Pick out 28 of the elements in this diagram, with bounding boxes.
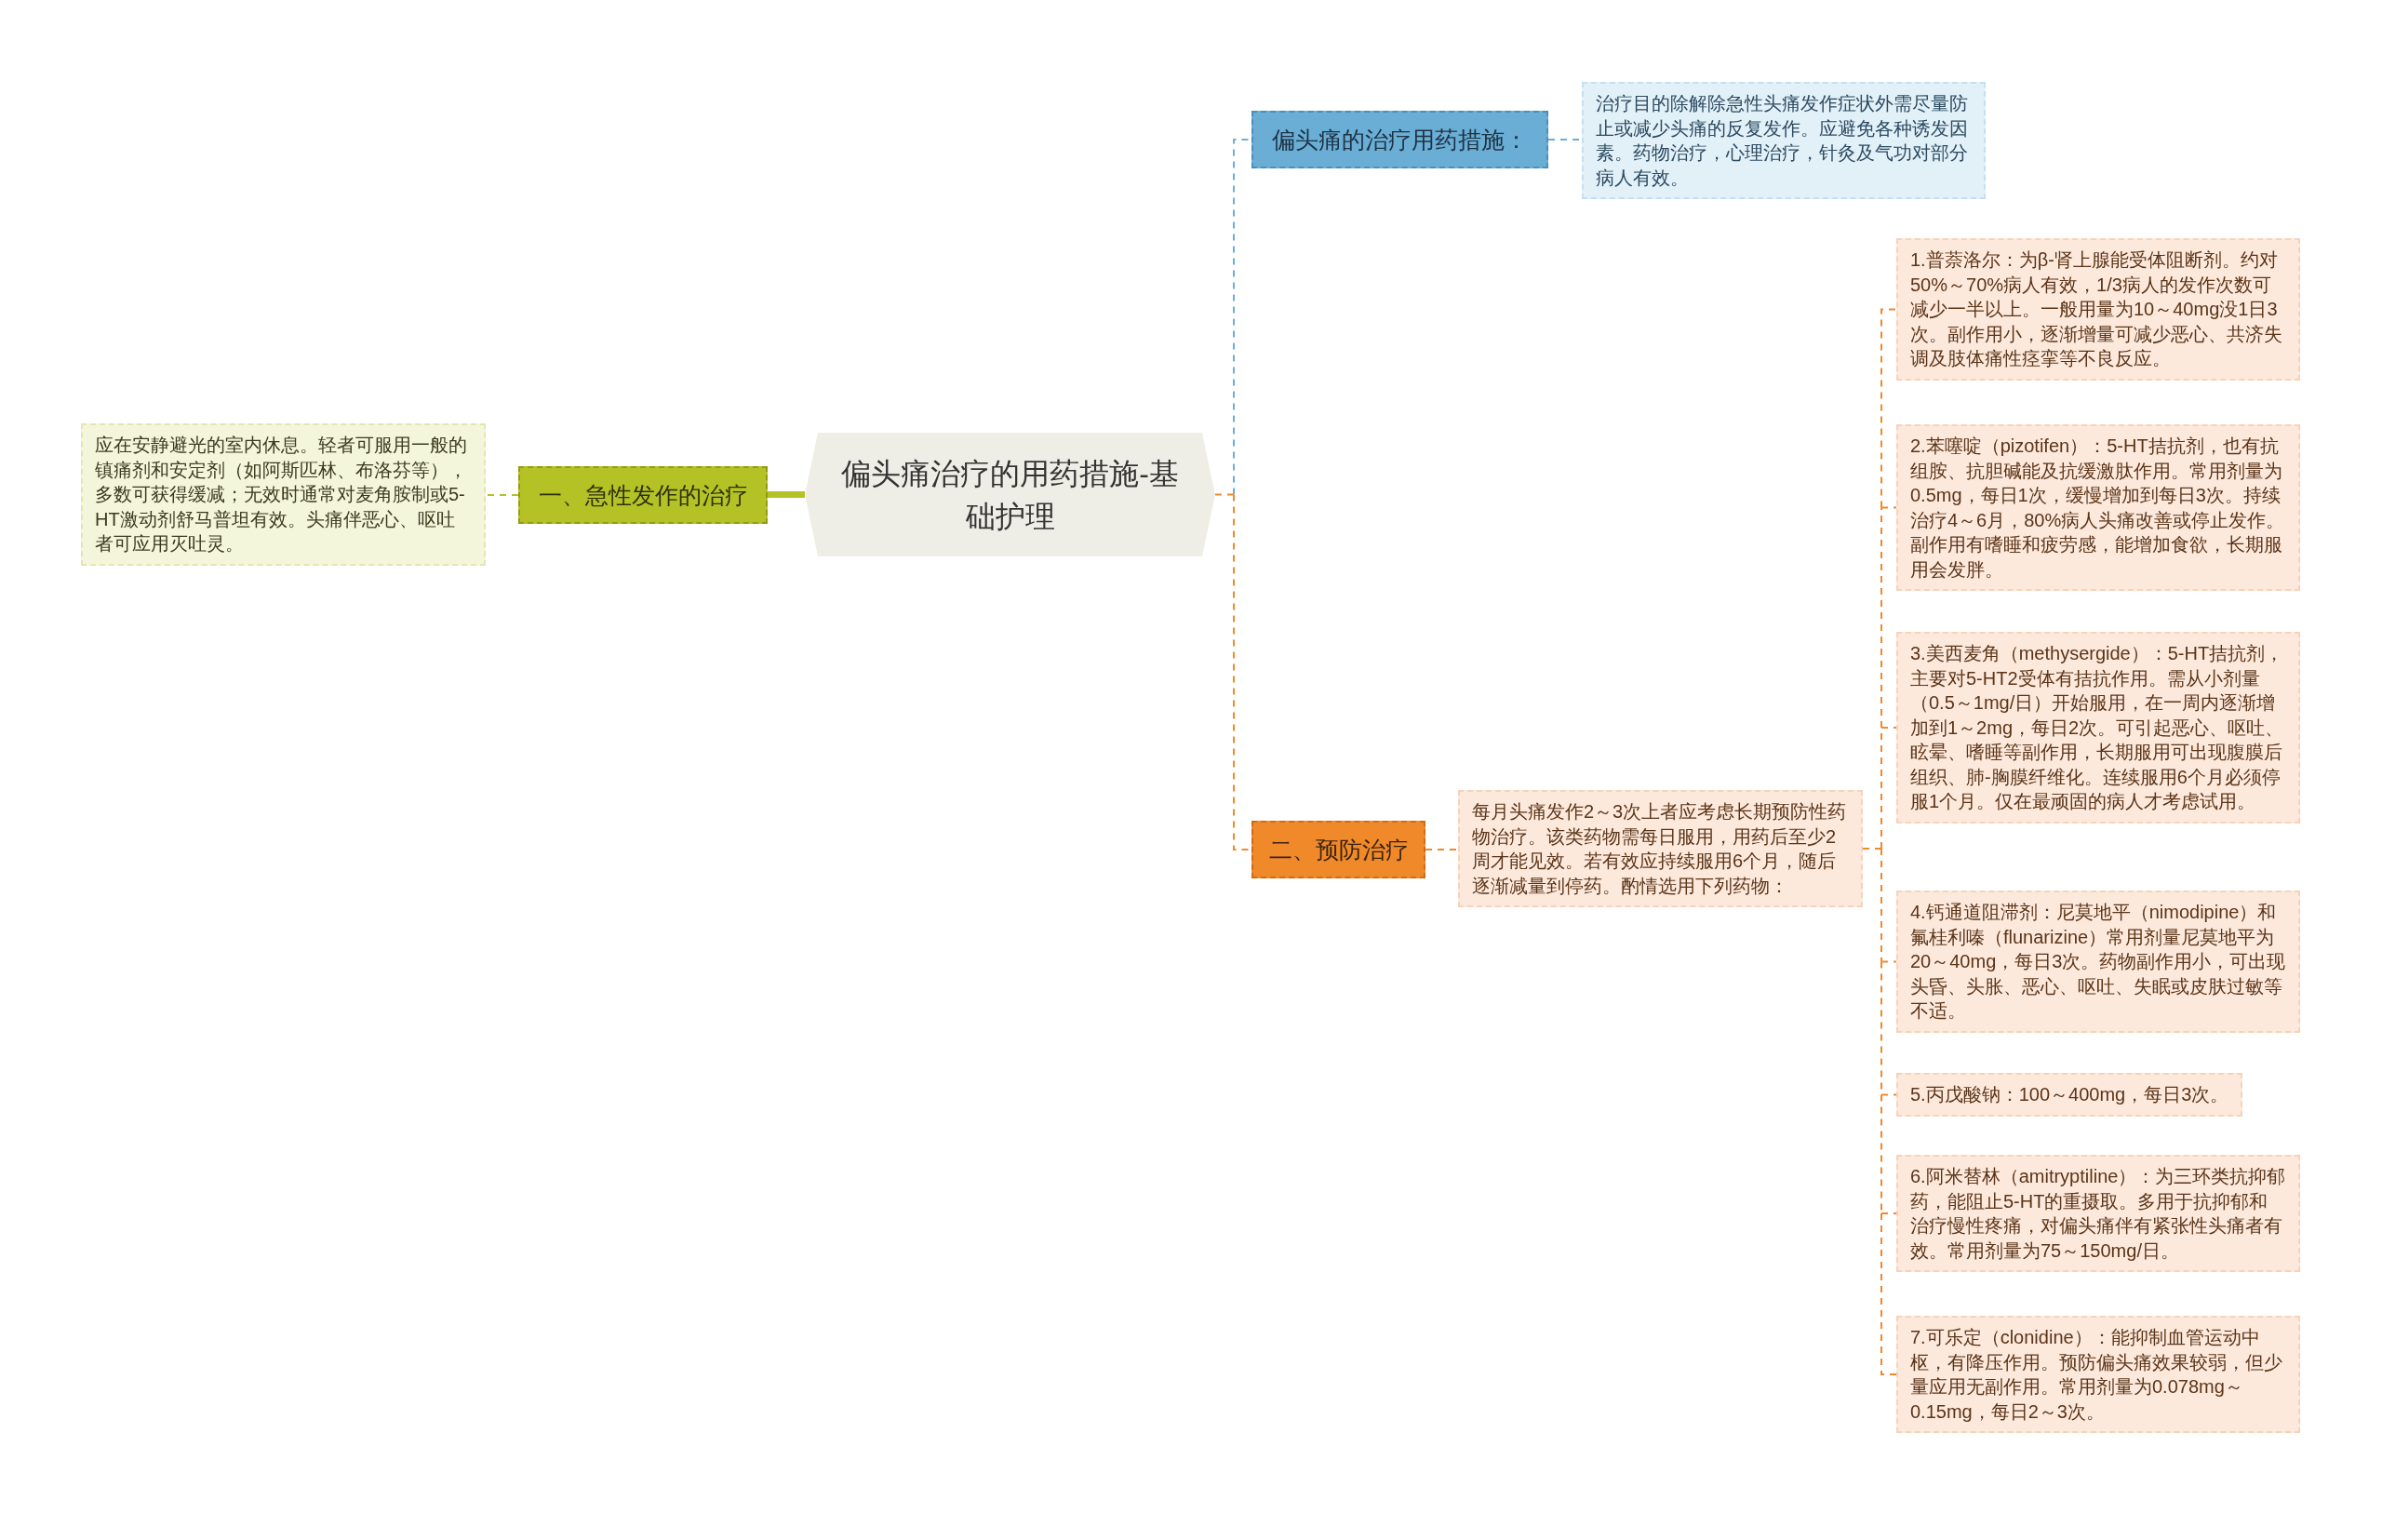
note-box: 7.可乐定（clonidine）：能抑制血管运动中枢，有降压作用。预防偏头痛效果较弱，但少量应用无副作用。常用剂量为0.078mg～0.15mg，每日2～3次。 [1896, 1316, 2300, 1433]
connector-line [1880, 506, 1897, 509]
connector-line [1880, 506, 1882, 729]
connector-line [768, 491, 805, 498]
topic-box: 偏头痛治疗的用药措施-基础护理 [805, 433, 1215, 556]
note-box: 5.丙戊酸钠：100～400mg，每日3次。 [1896, 1073, 2243, 1117]
note-box: 每月头痛发作2～3次上者应考虑长期预防性药物治疗。该类药物需每日服用，用药后至少2周才能见效。若有效应持续服用6个月，随后逐渐减量到停药。酌情选用下列药物： [1458, 790, 1863, 907]
connector-line [1880, 960, 1897, 963]
connector-line [1425, 849, 1459, 850]
connector-line [1862, 848, 1882, 850]
connector-line [1880, 1212, 1897, 1214]
note-box: 治疗目的除解除急性头痛发作症状外需尽量防止或减少头痛的反复发作。应避免各种诱发因素。药物治疗，心理治疗，针灸及气功对部分病人有效。 [1582, 82, 1986, 199]
note-box: 3.美西麦角（methysergide）：5-HT拮抗剂，主要对5-HT2受体有拮抗作用。需从小剂量（0.5～1mg/日）开始服用，在一周内逐渐增加到1～2mg，每日2次。可引起恶心、呕吐、眩晕、嗜睡等副作用，长期服用可出现腹膜后组织、肺-胸膜纤维化。连续服用6个月必须停服1个月。仅在最顽固的病人才考虑试用。 [1896, 632, 2300, 824]
connector-line [1214, 493, 1235, 496]
branch-box: 偏头痛的治疗用药措施： [1251, 111, 1548, 168]
note-box: 6.阿米替林（amitryptiline）：为三环类抗抑郁药，能阻止5-HT的重摄取。多用于抗抑郁和治疗慢性疼痛，对偏头痛伴有紧张性头痛者有效。常用剂量为75～150mg/日。 [1896, 1155, 2300, 1272]
branch-box: 一、急性发作的治疗 [518, 466, 768, 524]
connector-line [1880, 308, 1897, 509]
connector-line [1880, 1212, 1897, 1375]
connector-line [485, 494, 519, 496]
note-box: 1.普萘洛尔：为β-肾上腺能受体阻断剂。约对50%～70%病人有效，1/3病人的发作次数可减少一半以上。一般用量为10～40mg没1日3次。副作用小，逐渐增量可减少恶心、共济失调及肢体痛性痉挛等不良反应。 [1896, 238, 2300, 381]
note-box: 应在安静避光的室内休息。轻者可服用一般的镇痛剂和安定剂（如阿斯匹林、布洛芬等），多数可获得缓减；无效时通常对麦角胺制或5-HT激动剂舒马普坦有效。头痛伴恶心、呕吐者可应用灭吐灵。 [81, 423, 486, 566]
note-box: 2.苯噻啶（pizotifen）：5-HT拮抗剂，也有抗组胺、抗胆碱能及抗缓激肽作用。常用剂量为0.5mg，每日1次，缓慢增加到每日3次。持续治疗4～6月，80%病人头痛改善或停止发作。副作用有嗜睡和疲劳感，能增加食欲，长期服用会发胖。 [1896, 424, 2300, 591]
connector-line [1880, 848, 1882, 963]
connector-line [1880, 1093, 1897, 1096]
branch-box: 二、预防治疗 [1251, 821, 1425, 878]
connector-line [1880, 727, 1897, 729]
note-box: 4.钙通道阻滞剂：尼莫地平（nimodipine）和氟桂利嗪（flunarizine）常用剂量尼莫地平为20～40mg，每日3次。药物副作用小，可出现头昏、头胀、恶心、呕吐、失眠或皮肤过敏等不适。 [1896, 891, 2300, 1033]
